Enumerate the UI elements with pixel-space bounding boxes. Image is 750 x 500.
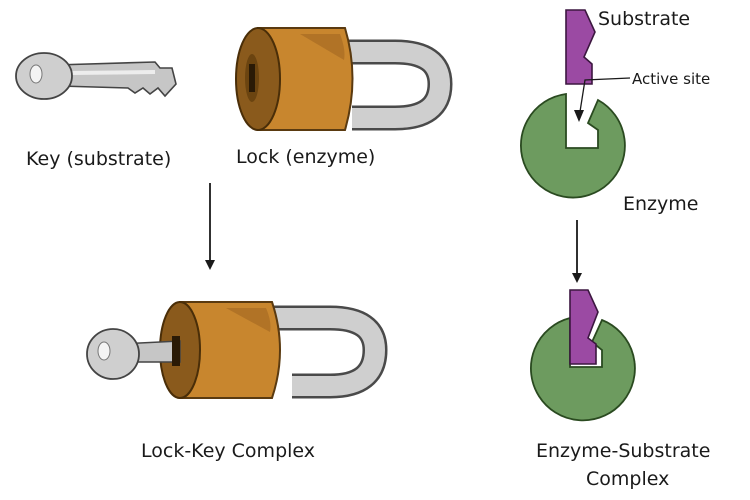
lock-label: Lock (enzyme) xyxy=(236,146,376,168)
enzyme-icon xyxy=(520,92,626,199)
enzyme-substrate-label-line2: Complex xyxy=(586,468,670,490)
key-label: Key (substrate) xyxy=(26,148,172,170)
lock-key-complex-label: Lock-Key Complex xyxy=(141,440,316,462)
substrate-icon xyxy=(565,9,596,85)
substrate-label: Substrate xyxy=(598,8,691,30)
active-site-pointer-head xyxy=(574,110,584,122)
lock-icon xyxy=(235,27,453,131)
active-site-label: Active site xyxy=(632,70,711,88)
lock-key-complex-icon xyxy=(86,301,388,399)
enzyme-substrate-complex-icon xyxy=(530,289,636,422)
enzyme-label: Enzyme xyxy=(623,193,699,215)
enzyme-substrate-label-line1: Enzyme-Substrate xyxy=(536,440,711,462)
active-site-pointer xyxy=(578,77,631,119)
key-icon xyxy=(15,52,177,100)
